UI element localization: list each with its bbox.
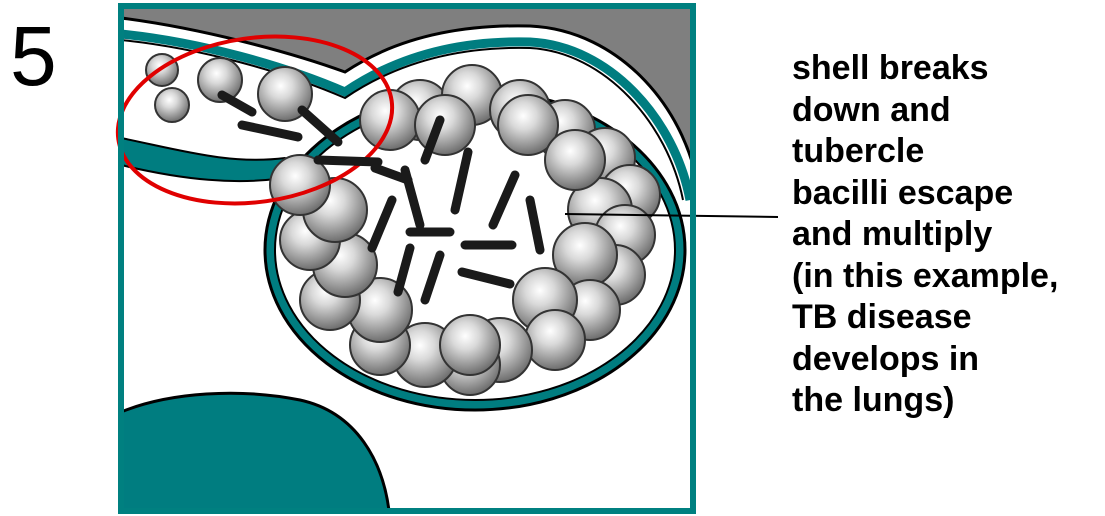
caption-line: (in this example, <box>792 256 1102 298</box>
caption-line: bacilli escape <box>792 173 1102 215</box>
caption-line: TB disease <box>792 297 1102 339</box>
caption-line: develops in <box>792 339 1102 381</box>
caption-line: and multiply <box>792 214 1102 256</box>
caption-line: tubercle <box>792 131 1102 173</box>
caption-line: shell breaks <box>792 48 1102 90</box>
caption-line: down and <box>792 90 1102 132</box>
caption-line: the lungs) <box>792 380 1102 422</box>
caption: shell breaks down and tubercle bacilli e… <box>792 48 1102 422</box>
lung-tissue <box>121 393 390 516</box>
